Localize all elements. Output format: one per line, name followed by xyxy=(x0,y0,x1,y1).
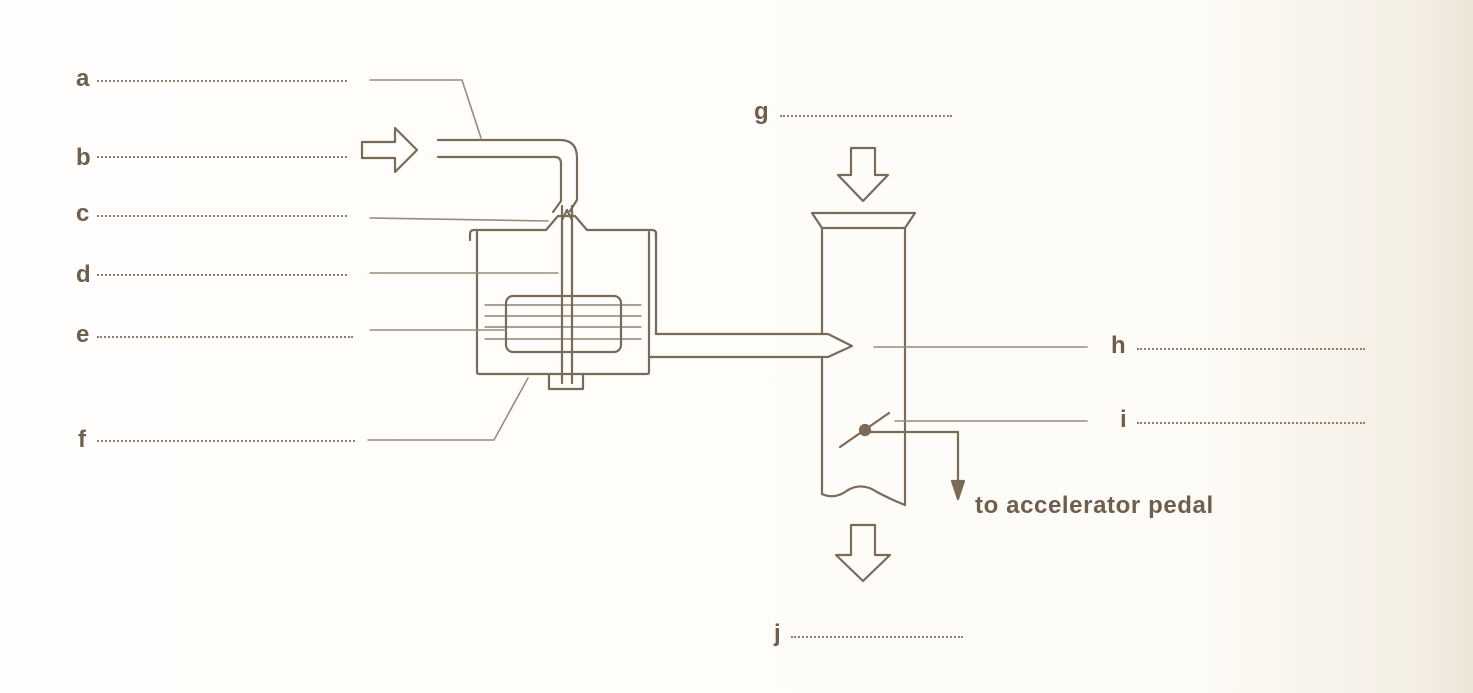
float xyxy=(504,294,623,354)
answer-blank-a[interactable] xyxy=(97,80,347,82)
label-j: j xyxy=(774,620,781,647)
throttle-spindle xyxy=(858,423,872,437)
label-i: i xyxy=(1120,406,1127,433)
needle-valve xyxy=(560,204,574,385)
answer-blank-i[interactable] xyxy=(1137,422,1365,424)
accelerator-linkage xyxy=(868,430,960,490)
label-g: g xyxy=(754,98,769,125)
air-inlet-arrow xyxy=(360,126,419,174)
answer-blank-f[interactable] xyxy=(97,440,355,442)
fuel-level-lines xyxy=(484,304,642,340)
leader-line-c xyxy=(369,217,549,222)
chamber-drain-plug xyxy=(547,372,585,391)
label-b: b xyxy=(76,144,91,171)
air-inflow-arrow xyxy=(836,146,890,203)
air-tube-funnel xyxy=(810,211,917,230)
air-tube-torn-bottom xyxy=(820,485,907,507)
mixture-outflow-arrow xyxy=(834,523,892,583)
label-h: h xyxy=(1111,332,1126,359)
fuel-jet-pipe xyxy=(647,332,854,359)
answer-blank-j[interactable] xyxy=(791,636,963,638)
label-d: d xyxy=(76,261,91,288)
float-chamber xyxy=(475,230,651,376)
answer-blank-g[interactable] xyxy=(780,115,952,117)
label-c: c xyxy=(76,200,90,227)
answer-blank-e[interactable] xyxy=(97,336,353,338)
fuel-inlet-pipe-inner xyxy=(436,155,563,214)
label-f: f xyxy=(78,426,86,453)
answer-blank-c[interactable] xyxy=(97,215,347,217)
fuel-inlet-pipe-outer xyxy=(436,138,579,213)
answer-blank-d[interactable] xyxy=(97,274,347,276)
label-e: e xyxy=(76,321,90,348)
answer-blank-b[interactable] xyxy=(97,156,347,158)
accelerator-pedal-caption: to accelerator pedal xyxy=(975,492,1214,519)
float-chamber-lid xyxy=(468,214,658,242)
answer-blank-h[interactable] xyxy=(1137,348,1365,350)
leader-line-a xyxy=(369,79,482,139)
leader-line-f xyxy=(367,377,529,441)
label-a: a xyxy=(76,65,90,92)
accelerator-linkage-arrowhead xyxy=(950,479,966,501)
